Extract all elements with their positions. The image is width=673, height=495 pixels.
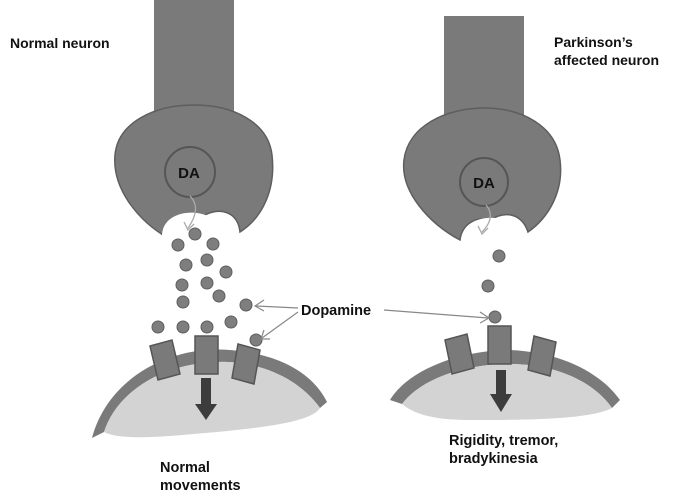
normal-outcome-line2: movements <box>160 477 241 495</box>
dopamine-dot <box>176 279 188 291</box>
dopamine-dot <box>201 321 213 333</box>
normal-outcome-line1: Normal <box>160 459 241 477</box>
dopamine-dot <box>172 239 184 251</box>
dopamine-dot <box>189 228 201 240</box>
dopamine-dot <box>213 290 225 302</box>
receptor <box>232 344 260 384</box>
dopamine-dot <box>201 277 213 289</box>
parkinsons-neuron-title: Parkinson’s affected neuron <box>554 33 659 69</box>
parkinsons-outcome-label: Rigidity, tremor, bradykinesia <box>449 432 558 468</box>
normal-outcome-label: Normal movements <box>160 459 241 495</box>
dopamine-dot <box>207 238 219 250</box>
dopamine-dot <box>220 266 232 278</box>
dopamine-pointers <box>256 306 488 338</box>
normal-da-vesicle: DA <box>165 147 215 197</box>
normal-da-label: DA <box>178 165 200 182</box>
receptor <box>528 336 556 376</box>
dopamine-dot <box>177 321 189 333</box>
receptor <box>488 326 511 364</box>
parkinsons-da-label: DA <box>473 175 495 192</box>
dopamine-dot <box>482 280 494 292</box>
dopamine-dot <box>493 250 505 262</box>
parkinsons-outcome-line1: Rigidity, tremor, <box>449 432 558 450</box>
dopamine-dot <box>489 311 501 323</box>
receptor <box>195 336 218 374</box>
dopamine-dot <box>177 296 189 308</box>
dopamine-dot <box>250 334 262 346</box>
dopamine-dot <box>180 259 192 271</box>
dopamine-dot <box>225 316 237 328</box>
parkinsons-da-vesicle: DA <box>460 158 508 206</box>
normal-neuron-title: Normal neuron <box>10 34 110 52</box>
dopamine-pointer-heads <box>255 300 489 339</box>
parkinsons-presynaptic-neuron <box>404 16 561 266</box>
parkinsons-title-line1: Parkinson’s <box>554 33 659 51</box>
dopamine-dot <box>152 321 164 333</box>
dopamine-dot <box>201 254 213 266</box>
dopamine-dot <box>240 299 252 311</box>
dopamine-label: Dopamine <box>301 302 371 320</box>
parkinsons-outcome-line2: bradykinesia <box>449 450 558 468</box>
parkinsons-title-line2: affected neuron <box>554 51 659 69</box>
